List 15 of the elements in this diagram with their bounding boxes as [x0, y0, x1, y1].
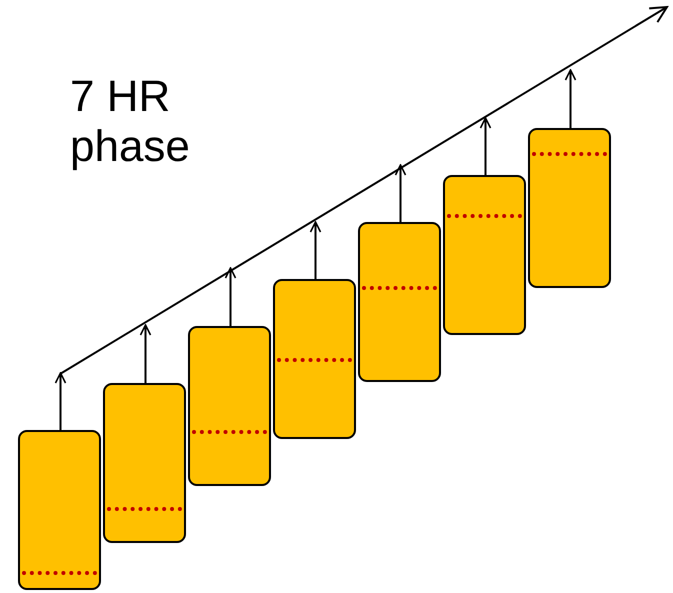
rounded-box: [188, 326, 271, 486]
rounded-box: [358, 222, 441, 382]
arrow: [310, 221, 322, 279]
rounded-box: [103, 383, 186, 543]
arrow: [54, 372, 66, 430]
arrow: [140, 324, 152, 383]
arrow: [564, 69, 576, 128]
rounded-box: [18, 430, 101, 590]
label-text: 7 HR phase: [70, 72, 191, 172]
rounded-box: [443, 175, 526, 335]
arrow: [394, 164, 406, 222]
rounded-box: [273, 279, 356, 439]
arrow: [224, 267, 236, 326]
arrow: [480, 117, 492, 175]
rounded-box: [528, 128, 611, 288]
